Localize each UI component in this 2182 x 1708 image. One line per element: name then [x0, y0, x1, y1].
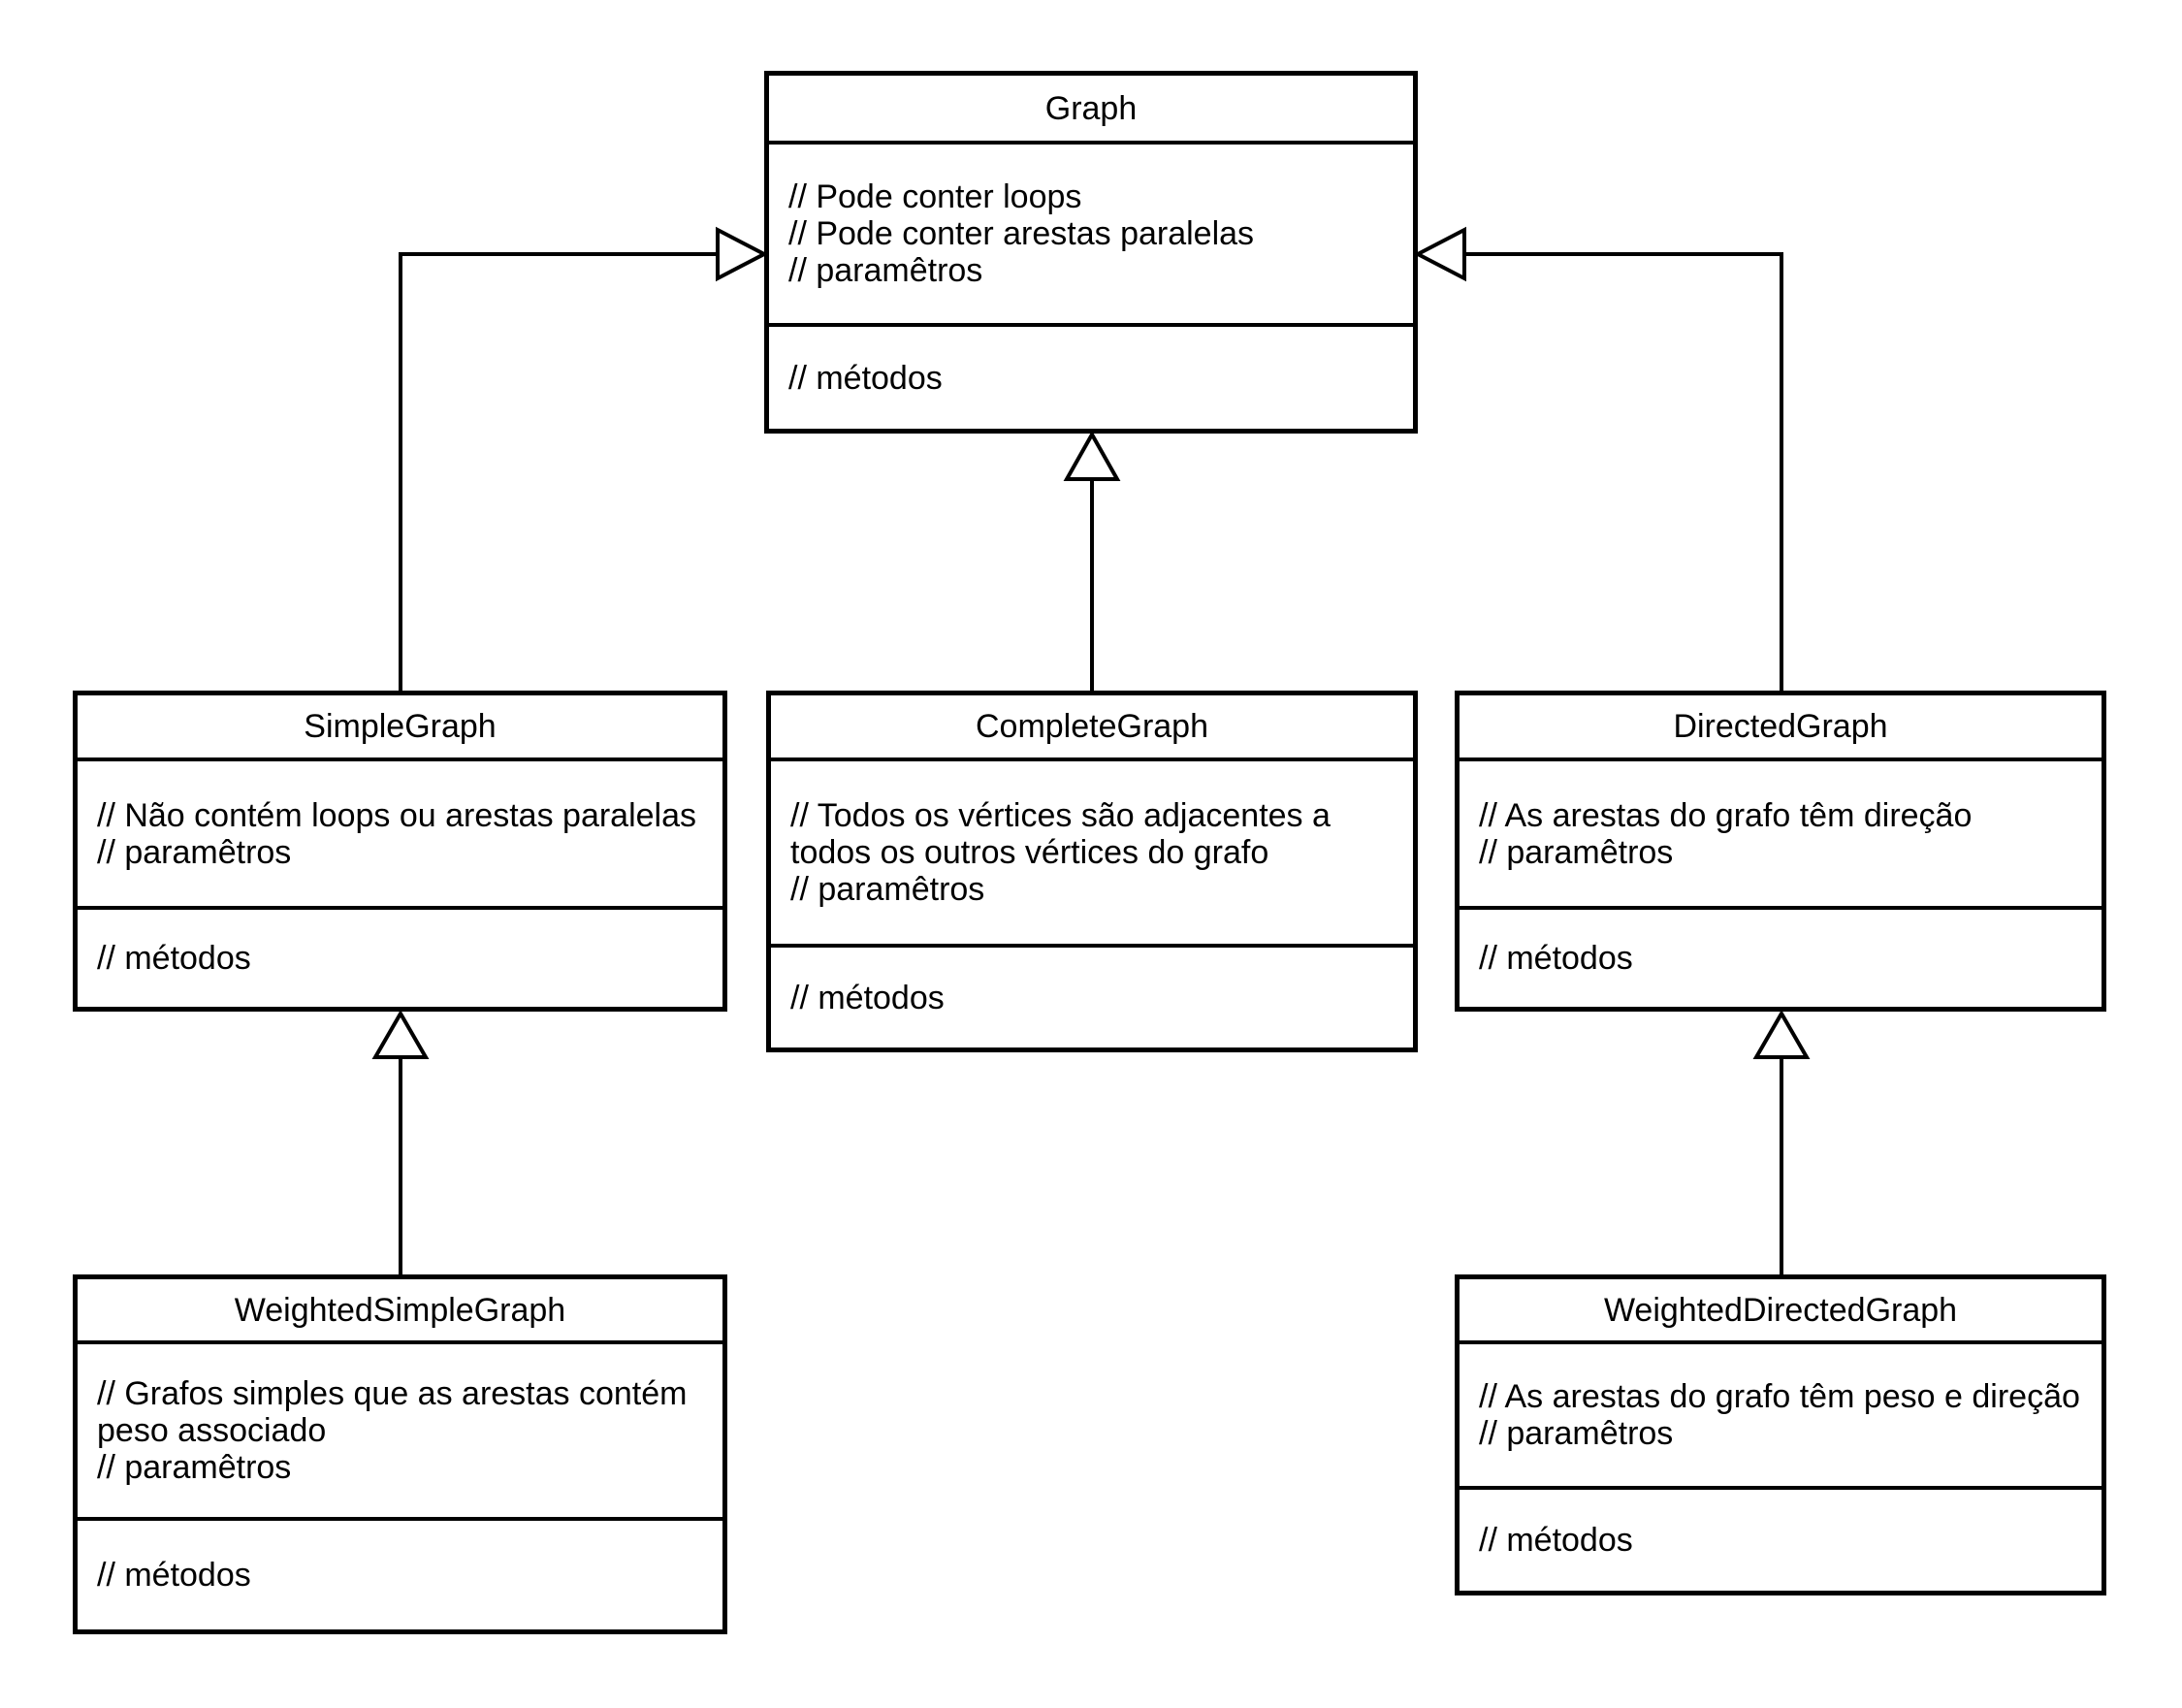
attribute-comment: // As arestas do grafo têm direção — [1479, 796, 1973, 834]
method-comment: // métodos — [1479, 1522, 1633, 1559]
attribute-comment: // paramêtros — [790, 871, 985, 908]
attributes-compartment: // Grafos simples que as arestas contém … — [78, 1340, 722, 1517]
methods-compartment: // métodos — [769, 323, 1413, 429]
edge-directedgraph-to-graph — [1413, 226, 1783, 691]
methods-compartment: // métodos — [1460, 1486, 2102, 1591]
class-box-weightedsimplegraph: WeightedSimpleGraph // Grafos simples qu… — [73, 1274, 727, 1634]
attribute-comment: // paramêtros — [1479, 1415, 1674, 1452]
class-box-simplegraph: SimpleGraph // Não contém loops ou arest… — [73, 691, 727, 1012]
class-box-weighteddirectedgraph: WeightedDirectedGraph // As arestas do g… — [1455, 1274, 2106, 1595]
attribute-comment: // paramêtros — [97, 1449, 292, 1486]
attribute-comment: // As arestas do grafo têm peso e direçã… — [1479, 1378, 2080, 1415]
class-box-graph: Graph // Pode conter loops // Pode conte… — [764, 71, 1418, 434]
inheritance-arrowhead-icon — [1063, 430, 1121, 481]
inheritance-arrowhead-icon — [716, 226, 769, 282]
class-name: WeightedDirectedGraph — [1603, 1291, 1958, 1329]
attribute-comment: // Grafos simples que as arestas contém … — [97, 1375, 688, 1449]
attributes-compartment: // Todos os vértices são adjacentes a to… — [771, 757, 1413, 944]
attribute-comment: // Pode conter loops — [788, 178, 1082, 215]
edge-completegraph-to-graph — [1063, 430, 1121, 691]
attributes-compartment: // As arestas do grafo têm direção // pa… — [1460, 757, 2102, 906]
class-name: CompleteGraph — [975, 708, 1208, 745]
attributes-compartment: // As arestas do grafo têm peso e direçã… — [1460, 1340, 2102, 1486]
methods-compartment: // métodos — [78, 1517, 722, 1629]
edge-weightedsimplegraph-to-simplegraph — [371, 1010, 430, 1274]
attribute-comment: // paramêtros — [788, 252, 983, 289]
attribute-comment: // paramêtros — [97, 833, 292, 871]
method-comment: // métodos — [97, 940, 251, 977]
inheritance-arrowhead-icon — [1752, 1010, 1811, 1059]
attribute-comment: // paramêtros — [1479, 833, 1674, 871]
attribute-comment: // Não contém loops ou arestas paralelas — [97, 796, 697, 834]
attribute-comment: // Todos os vértices são adjacentes a to… — [790, 797, 1331, 871]
attributes-compartment: // Pode conter loops // Pode conter ares… — [769, 141, 1413, 323]
method-comment: // métodos — [790, 979, 945, 1016]
attribute-comment: // Pode conter arestas paralelas — [788, 215, 1255, 252]
methods-compartment: // métodos — [771, 944, 1413, 1047]
class-name: DirectedGraph — [1673, 708, 1888, 745]
class-box-completegraph: CompleteGraph // Todos os vértices são a… — [766, 691, 1418, 1052]
method-comment: // métodos — [1479, 940, 1633, 977]
inheritance-arrowhead-icon — [1413, 226, 1466, 282]
methods-compartment: // métodos — [78, 906, 722, 1007]
method-comment: // métodos — [97, 1557, 251, 1594]
class-name: WeightedSimpleGraph — [234, 1291, 566, 1329]
edge-weighteddirectedgraph-to-directedgraph — [1752, 1010, 1811, 1274]
method-comment: // métodos — [788, 359, 943, 397]
inheritance-arrowhead-icon — [371, 1010, 430, 1059]
edge-line — [399, 252, 720, 691]
class-name: Graph — [1044, 89, 1138, 127]
class-name: SimpleGraph — [304, 708, 497, 745]
class-box-directedgraph: DirectedGraph // As arestas do grafo têm… — [1455, 691, 2106, 1012]
edge-line — [1462, 252, 1783, 691]
attributes-compartment: // Não contém loops ou arestas paralelas… — [78, 757, 722, 906]
edge-simplegraph-to-graph — [399, 226, 769, 691]
methods-compartment: // métodos — [1460, 906, 2102, 1007]
